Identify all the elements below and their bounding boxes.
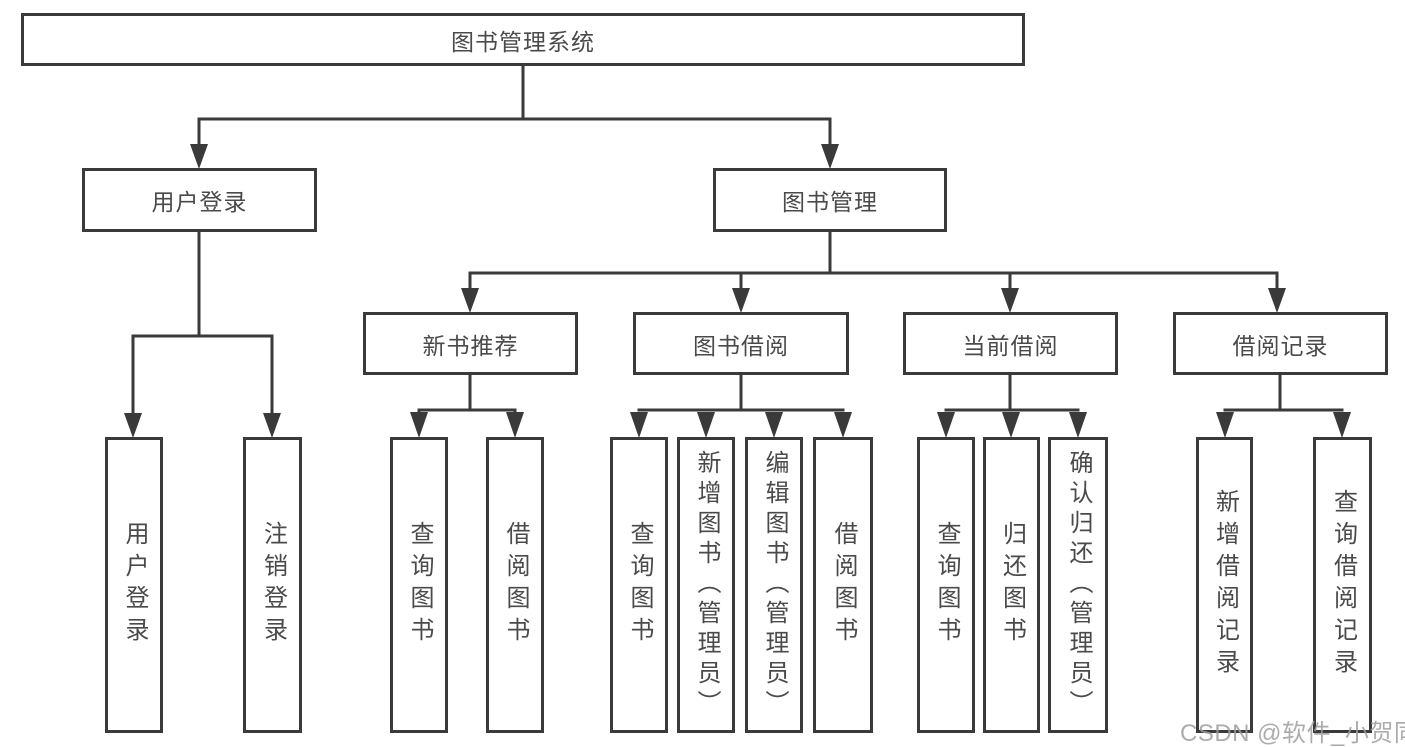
arrow-down-icon bbox=[190, 144, 208, 169]
node-user-login: 用户登录 bbox=[82, 168, 317, 232]
arrow-down-icon bbox=[1001, 288, 1019, 313]
connector-current-borrow-to-leaves bbox=[937, 373, 1087, 438]
arrow-down-icon bbox=[461, 288, 479, 313]
node-new-book-recommend: 新书推荐 bbox=[363, 312, 578, 375]
leaf-add-book-admin: 新增图书（管理员） bbox=[677, 437, 735, 733]
csdn-watermark: CSDN @软件_小贺同学 bbox=[1180, 720, 1405, 747]
node-label: 借阅图书 bbox=[830, 521, 857, 649]
leaf-add-borrow-record: 新增借阅记录 bbox=[1196, 437, 1253, 733]
arrow-down-icon bbox=[630, 412, 648, 438]
arrow-down-icon bbox=[937, 412, 955, 438]
leaf-borrow-books: 借阅图书 bbox=[813, 437, 873, 733]
node-label: 借阅记录 bbox=[1232, 332, 1329, 359]
arrow-down-icon bbox=[124, 413, 142, 438]
node-current-borrow: 当前借阅 bbox=[903, 312, 1118, 375]
node-label: 用户登录 bbox=[121, 521, 148, 649]
arrow-down-icon bbox=[410, 412, 428, 438]
node-label: 图书借阅 bbox=[693, 332, 789, 359]
connector-user-login-to-leaves bbox=[124, 230, 281, 438]
arrow-down-icon bbox=[1002, 412, 1020, 438]
arrow-down-icon bbox=[765, 412, 783, 438]
node-label: 查询图书 bbox=[626, 521, 653, 649]
leaf-query-borrow-record: 查询借阅记录 bbox=[1313, 437, 1372, 733]
arrow-down-icon bbox=[732, 288, 750, 313]
node-label: 查询图书 bbox=[933, 521, 960, 649]
node-label: 注销登录 bbox=[259, 521, 287, 649]
arrow-down-icon bbox=[1069, 412, 1087, 438]
node-root-library-system: 图书管理系统 bbox=[21, 13, 1025, 66]
leaf-logout: 注销登录 bbox=[243, 437, 302, 733]
node-label: 当前借阅 bbox=[962, 332, 1059, 359]
node-label: 确认归还（管理员） bbox=[1065, 450, 1092, 720]
arrow-down-icon bbox=[821, 144, 839, 169]
node-label: 用户登录 bbox=[151, 189, 248, 215]
node-label: 新书推荐 bbox=[422, 332, 519, 359]
arrow-down-icon bbox=[1333, 412, 1351, 438]
node-label: 新增借阅记录 bbox=[1211, 489, 1239, 681]
node-borrow-records: 借阅记录 bbox=[1173, 312, 1388, 375]
node-label: 编辑图书（管理员） bbox=[761, 450, 788, 720]
node-label: 查询图书 bbox=[406, 521, 433, 649]
connector-root-to-level2 bbox=[190, 64, 839, 169]
leaf-query-books-borrow: 查询图书 bbox=[610, 437, 668, 733]
connector-borrow-records-to-leaves bbox=[1216, 373, 1351, 438]
connector-new-book-to-leaves bbox=[410, 373, 524, 438]
node-label: 借阅图书 bbox=[502, 521, 529, 649]
arrow-down-icon bbox=[697, 412, 715, 438]
leaf-return-book: 归还图书 bbox=[983, 437, 1040, 733]
node-label: 新增图书（管理员） bbox=[693, 450, 720, 720]
leaf-query-books-current: 查询图书 bbox=[917, 437, 975, 733]
arrow-down-icon bbox=[263, 413, 281, 438]
node-label: 归还图书 bbox=[998, 521, 1026, 649]
arrow-down-icon bbox=[1268, 288, 1286, 313]
leaf-edit-book-admin: 编辑图书（管理员） bbox=[745, 437, 803, 733]
leaf-query-books-recommend: 查询图书 bbox=[390, 437, 448, 733]
arrow-down-icon bbox=[834, 412, 852, 438]
node-label: 查询借阅记录 bbox=[1329, 489, 1357, 681]
node-book-management: 图书管理 bbox=[713, 168, 947, 232]
connector-book-mgmt-to-level3 bbox=[461, 230, 1286, 313]
leaf-borrow-books-recommend: 借阅图书 bbox=[486, 437, 544, 733]
leaf-user-login: 用户登录 bbox=[105, 437, 163, 733]
connector-book-borrow-to-leaves bbox=[630, 373, 852, 438]
arrow-down-icon bbox=[506, 412, 524, 438]
node-label: 图书管理 bbox=[782, 189, 878, 215]
leaf-confirm-return-admin: 确认归还（管理员） bbox=[1048, 437, 1108, 733]
node-label: 图书管理系统 bbox=[451, 28, 595, 55]
arrow-down-icon bbox=[1216, 412, 1234, 438]
node-book-borrow: 图书借阅 bbox=[633, 312, 849, 375]
